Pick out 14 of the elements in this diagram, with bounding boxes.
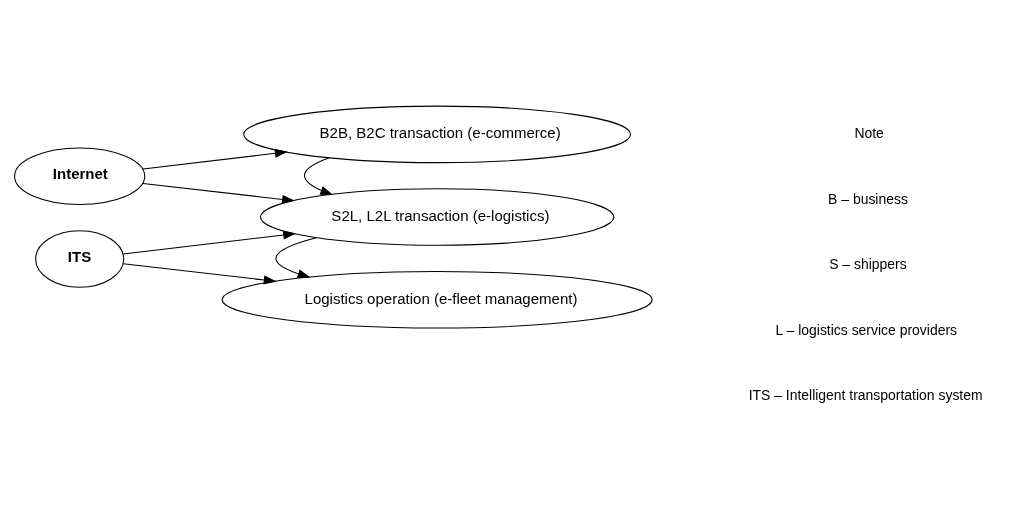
arrow <box>122 230 296 255</box>
label: Note <box>853 125 884 142</box>
arrow <box>142 148 288 170</box>
label: B – business <box>827 190 908 207</box>
arrow <box>274 237 317 279</box>
label: ITS – Intelligent transportation system <box>748 387 983 404</box>
label: L – logistics service providers <box>774 321 957 338</box>
arrow <box>142 182 295 204</box>
arrow <box>122 263 277 285</box>
arrow <box>303 157 333 196</box>
label: S – shippers <box>828 256 907 273</box>
node-ellipse: Internet <box>13 147 145 206</box>
node-ellipse: ITS <box>34 230 124 288</box>
node-ellipse: B2B, B2C transaction (e-commerce) <box>242 105 631 164</box>
